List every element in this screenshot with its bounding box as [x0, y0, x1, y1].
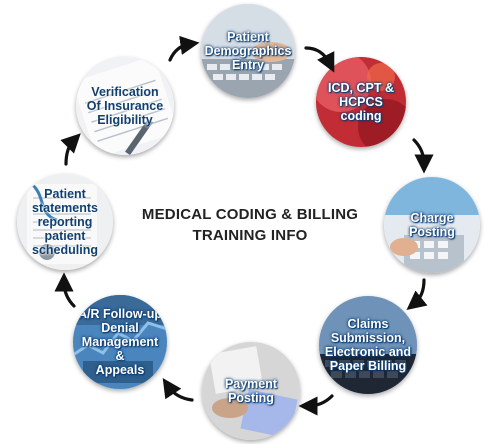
step-label: Patient statements reporting patient sch…: [32, 187, 98, 257]
chart-photo-icon: [73, 295, 167, 389]
step-charge-posting: Charge Posting: [384, 177, 480, 273]
step-ar-follow-up: A/R Follow-up Denial Management & Appeal…: [73, 295, 167, 389]
step-insurance-verification: Verification Of Insurance Eligibility: [76, 57, 174, 155]
step-claims-submission: Claims Submission, Electronic and Paper …: [319, 296, 417, 394]
arrow-statements-to-verification: [60, 133, 81, 166]
arrow-ar-to-statements: [54, 272, 76, 308]
title-line-1: MEDICAL CODING & BILLING: [141, 206, 359, 223]
step-payment-posting: Payment Posting: [202, 342, 300, 440]
arrow-verification-to-demographics: [168, 35, 200, 62]
title-line-2: TRAINING INFO: [192, 227, 308, 244]
diagram-title: MEDICAL CODING & BILLING TRAINING INFO: [130, 204, 370, 246]
keyboard-photo-icon: [201, 4, 295, 98]
step-icd-cpt-coding: ICD, CPT & HCPCS coding: [316, 57, 406, 147]
step-patient-demographics: Patient Demographics Entry: [201, 4, 295, 98]
step-label: Patient Demographics Entry: [204, 30, 292, 72]
stethoscope-photo-icon: [17, 174, 113, 270]
step-label: Claims Submission, Electronic and Paper …: [324, 317, 412, 373]
step-label: Charge Posting: [409, 211, 455, 239]
step-label: Payment Posting: [224, 377, 278, 405]
step-label: Verification Of Insurance Eligibility: [86, 85, 164, 127]
arrow-demographics-to-coding: [304, 46, 335, 73]
arrow-payment-to-ar: [162, 378, 194, 402]
arrow-charge-to-claims: [406, 278, 428, 311]
step-label: ICD, CPT & HCPCS coding: [328, 81, 394, 123]
step-label: A/R Follow-up Denial Management & Appeal…: [77, 307, 162, 377]
step-patient-statements: Patient statements reporting patient sch…: [17, 174, 113, 270]
coding-photo-icon: [316, 57, 406, 147]
arrow-claims-to-payment: [298, 394, 334, 416]
arrow-coding-to-charge: [412, 138, 434, 174]
payment-photo-icon: [202, 342, 300, 440]
form-photo-icon: [76, 57, 174, 155]
calculator-photo-icon: [384, 177, 480, 273]
keyboard-photo-icon: [319, 296, 417, 394]
